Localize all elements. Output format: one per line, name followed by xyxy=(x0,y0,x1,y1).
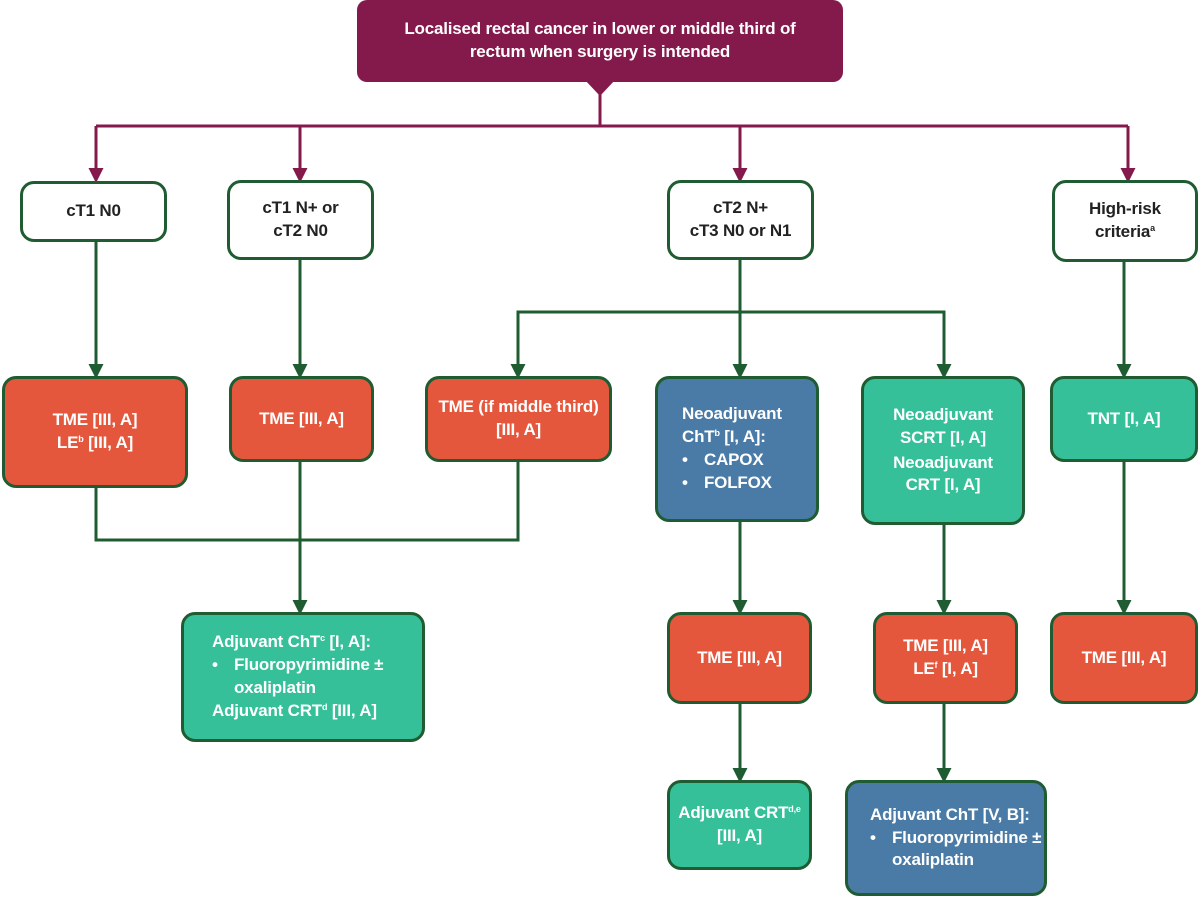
tme-le-after-scrt-line-1: TME [III, A] xyxy=(903,636,988,656)
neo-scrt-line-1: Neoadjuvant xyxy=(893,404,993,424)
stage-ct1n0: cT1 N0 xyxy=(20,181,167,242)
treatment-neo-cht: Neoadjuvant ChTb [I, A]: CAPOX FOLFOX xyxy=(655,376,819,522)
treatment-tme-after-neo: TME [III, A] xyxy=(667,612,812,704)
merge-line xyxy=(94,462,520,542)
adj-cht-vb-line-1: Adjuvant ChT [V, B]: xyxy=(870,804,1030,824)
adj-cht-vb-bullet: Fluoropyrimidine ± xyxy=(870,827,1041,850)
title-line-2: rectum when surgery is intended xyxy=(469,42,731,61)
neo-crt-line-1: Neoadjuvant xyxy=(893,452,993,472)
adj-cht-bullet-fluoro: Fluoropyrimidine ± xyxy=(212,654,383,677)
stage-ct1np-line-2: cT2 N0 xyxy=(273,221,328,240)
tme-ct1np-label: TME [III, A] xyxy=(259,408,344,428)
treatment-tme-ct1np: TME [III, A] xyxy=(229,376,374,462)
treatment-tme-tnt: TME [III, A] xyxy=(1050,612,1198,704)
adj-cht-vb-bullet-cont: oxaliplatin xyxy=(892,850,974,870)
tme-middle-line-2: [III, A] xyxy=(496,420,541,439)
tme-after-neo-label: TME [III, A] xyxy=(697,647,782,667)
neo-scrt-line-2: SCRT [I, A] xyxy=(900,427,986,447)
treatment-neo-scrt-crt: Neoadjuvant SCRT [I, A] Neoadjuvant CRT … xyxy=(861,376,1025,525)
stage-ct2np-line-2: cT3 N0 or N1 xyxy=(689,221,792,240)
stage-highrisk-line-2: criteriaa xyxy=(1095,222,1155,241)
stage-highrisk: High-risk criteriaa xyxy=(1052,180,1198,262)
tme-le-line-1: TME [III, A] xyxy=(52,410,138,430)
treatment-tnt: TNT [I, A] xyxy=(1050,376,1198,462)
adj-cht-crt-line: Adjuvant CRTd [III, A] xyxy=(212,700,377,720)
tme-tnt-label: TME [III, A] xyxy=(1081,647,1167,667)
neo-cht-line-1: Neoadjuvant xyxy=(682,404,782,424)
treatment-tme-le: TME [III, A] LEb [III, A] xyxy=(2,376,188,488)
adj-cht-bullet-cont: oxaliplatin xyxy=(234,678,316,697)
stage-ct2np: cT2 N+ cT3 N0 or N1 xyxy=(667,180,814,260)
tme-middle-line-1: TME (if middle third) xyxy=(438,397,599,417)
title-box: Localised rectal cancer in lower or midd… xyxy=(357,0,843,82)
branch-neo-split xyxy=(516,310,946,376)
title-notch xyxy=(585,80,615,96)
neo-cht-line-2: ChTb [I, A]: xyxy=(682,427,766,447)
stage-ct1np-line-1: cT1 N+ or xyxy=(262,198,339,218)
neo-crt-line-2: CRT [I, A] xyxy=(905,475,981,495)
stage-ct1n0-label: cT1 N0 xyxy=(66,201,121,221)
tme-le-line-2: LEb [III, A] xyxy=(56,433,134,452)
title-line-1: Localised rectal cancer in lower or midd… xyxy=(404,19,796,39)
adj-crt-line-2: [III, A] xyxy=(717,826,762,845)
treatment-tme-le-after-scrt: TME [III, A] LEf [I, A] xyxy=(873,612,1018,704)
treatment-adj-cht-vb: Adjuvant ChT [V, B]: Fluoropyrimidine ± … xyxy=(845,780,1047,896)
stage-ct1np: cT1 N+ or cT2 N0 xyxy=(227,180,374,260)
tnt-label: TNT [I, A] xyxy=(1087,408,1161,428)
neo-cht-bullet-folfox: FOLFOX xyxy=(682,472,772,495)
treatment-adj-crt: Adjuvant CRTd,e [III, A] xyxy=(667,780,812,870)
stage-highrisk-line-1: High-risk xyxy=(1089,199,1161,219)
adj-crt-line-1: Adjuvant CRTd,e xyxy=(678,803,801,823)
adj-cht-line-1: Adjuvant ChTc [I, A]: xyxy=(212,632,371,652)
treatment-tme-middle: TME (if middle third) [III, A] xyxy=(425,376,612,462)
treatment-adj-cht: Adjuvant ChTc [I, A]: Fluoropyrimidine ±… xyxy=(181,612,425,742)
stage-ct2np-line-1: cT2 N+ xyxy=(712,198,769,218)
tme-le-after-scrt-line-2: LEf [I, A] xyxy=(913,659,978,678)
neo-cht-bullet-capox: CAPOX xyxy=(682,449,764,472)
